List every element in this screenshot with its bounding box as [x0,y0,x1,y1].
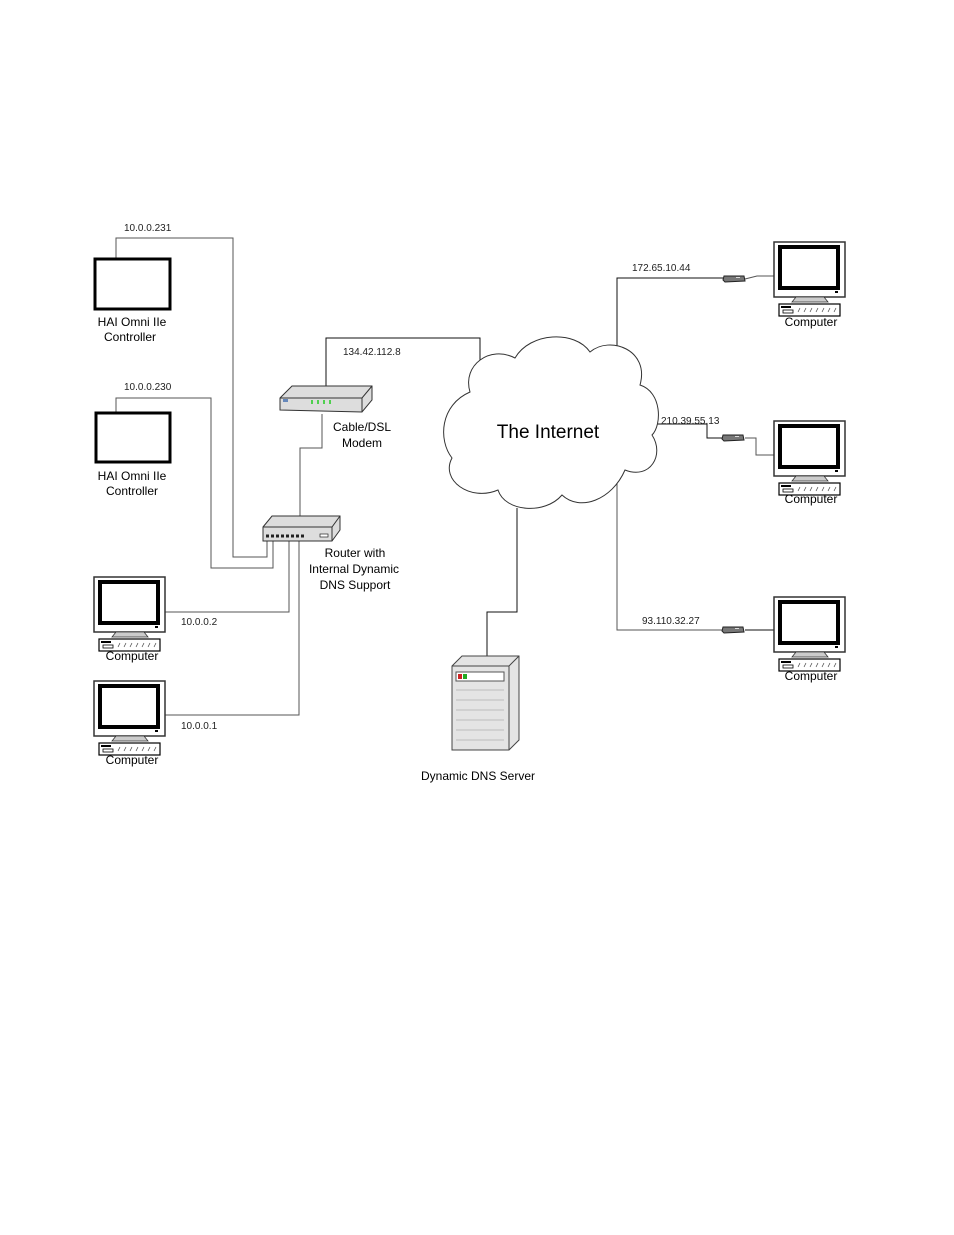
wire-internet-remote-2 [654,423,722,439]
internet-label: The Internet [497,422,600,443]
controller-2-label-2: Controller [106,484,158,498]
remote-computer-3-ip: 93.110.32.27 [642,616,700,627]
remote-computer-3-label: Computer [785,669,838,683]
controller-1-label-2: Controller [104,330,156,344]
remote-3-adapter-icon [721,626,745,634]
local-computer-2-ip: 10.0.0.1 [181,721,218,732]
local-computer-1-ip: 10.0.0.2 [181,617,218,628]
wire-computer-1 [165,538,300,716]
local-computer-1-icon [92,575,167,653]
remote-computer-1-label: Computer [785,315,838,329]
dns-server-label: Dynamic DNS Server [421,769,535,783]
remote-2-adapter-icon [721,434,745,442]
controller-1-box [93,257,172,311]
remote-1-adapter-icon [722,275,746,283]
wire-computer-2 [165,538,290,613]
remote-computer-3-icon [772,595,847,673]
dns-server-icon [451,655,520,751]
wire-modem-router [299,414,323,520]
controller-1-ip: 10.0.0.231 [124,223,172,234]
controller-2-label-1: HAI Omni IIe [98,469,167,483]
router-label-3: DNS Support [320,578,391,592]
controller-1-label-1: HAI Omni IIe [98,315,167,329]
remote-computer-2-label: Computer [785,492,838,506]
modem-label-1: Cable/DSL [333,420,391,434]
wire-modem-internet [325,337,481,392]
remote-computer-1-icon [772,240,847,318]
local-computer-2-label: Computer [106,753,159,767]
router-label-2: Internal Dynamic [309,562,399,576]
wire-internet-server [486,508,518,660]
internet-cloud [443,336,659,509]
local-computer-1-label: Computer [106,649,159,663]
router-label-1: Router with [325,546,386,560]
remote-computer-2-icon [772,419,847,497]
wire-adapter-remote-1 [744,275,775,280]
wire-controller-2 [115,397,274,569]
controller-2-ip: 10.0.0.230 [124,382,172,393]
modem-ip: 134.42.112.8 [343,347,401,358]
wire-adapter-remote-2 [745,437,775,456]
local-computer-2-icon [92,679,167,757]
remote-computer-2-ip: 210.39.55.13 [661,416,720,427]
router-icon [262,515,341,542]
wire-internet-remote-3 [616,478,722,631]
controller-2-box [94,411,172,464]
modem-label-2: Modem [342,436,382,450]
remote-computer-1-ip: 172.65.10.44 [632,263,691,274]
wire-controller-1 [115,237,268,558]
modem-icon [279,385,373,413]
